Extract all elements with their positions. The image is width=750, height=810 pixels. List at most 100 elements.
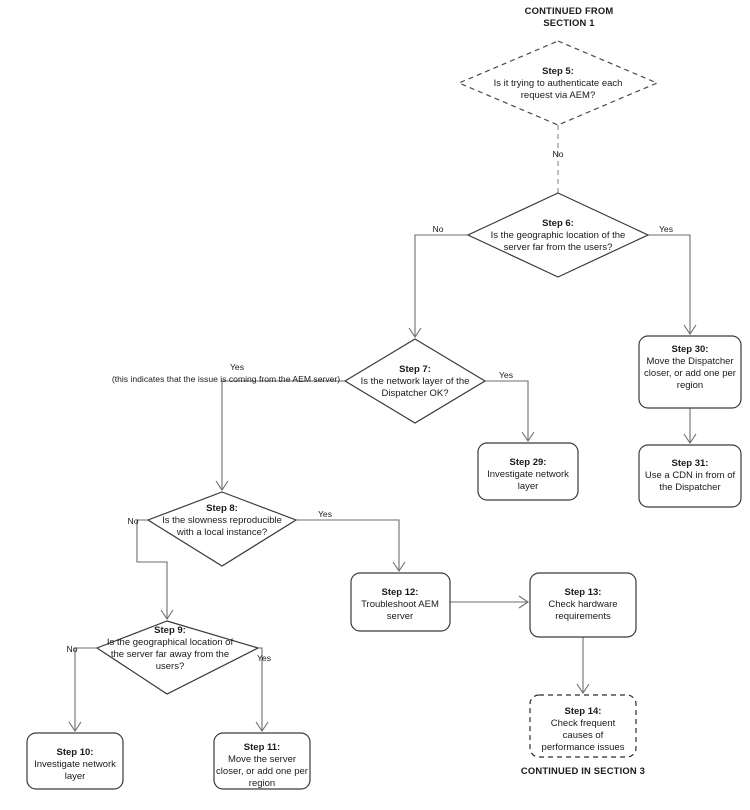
arrowhead-step7	[408, 327, 422, 338]
step11-box-shape	[213, 732, 311, 790]
step29-title: Step 29:	[510, 457, 547, 468]
edge-label-step9-no: No	[67, 644, 78, 654]
step11-line-2: closer, or add one per	[216, 766, 308, 777]
step12-line-1: Troubleshoot AEM	[361, 599, 439, 610]
step29-line-2: layer	[518, 481, 539, 492]
node-step12[interactable]: Step 12: Troubleshoot AEM server	[350, 572, 451, 632]
step13-box-shape	[529, 572, 637, 638]
node-step30[interactable]: Step 30: Move the Dispatcher closer, or …	[638, 335, 742, 409]
step10-line-1: Investigate network	[34, 759, 116, 770]
node-step6[interactable]: Step 6: Is the geographic location of th…	[466, 192, 650, 278]
step29-line-1: Investigate network	[487, 469, 569, 480]
arrowhead-step31	[683, 433, 697, 444]
arrowhead-step13	[518, 595, 529, 609]
step5-line-2: request via AEM?	[521, 90, 595, 101]
step31-line-1: Use a CDN in from of	[645, 470, 736, 481]
continued-from-line1: CONTINUED FROM	[525, 5, 614, 16]
step12-line-2: server	[387, 611, 413, 622]
continued-in-line1: CONTINUED IN SECTION 3	[521, 765, 645, 776]
step31-line-2: the Dispatcher	[659, 482, 720, 493]
step12-title: Step 12:	[382, 587, 419, 598]
edge-label-step5-no: No	[553, 149, 564, 159]
node-step31[interactable]: Step 31: Use a CDN in from of the Dispat…	[638, 444, 742, 508]
step14-box-shape	[529, 694, 637, 758]
step10-line-2: layer	[65, 771, 86, 782]
edge-step6-yes-to-step30	[648, 234, 691, 333]
step9-line-3: users?	[156, 661, 185, 672]
arrowhead-step8	[215, 480, 229, 491]
node-step8[interactable]: Step 8: Is the slowness reproducible wit…	[146, 491, 298, 567]
section-label-bottom: CONTINUED IN SECTION 3	[521, 765, 645, 776]
edge-label-step7-yes: Yes	[499, 370, 513, 380]
step7-line-1: Is the network layer of the	[361, 376, 470, 387]
step8-diamond-shape	[146, 491, 298, 567]
step30-box-shape	[638, 335, 742, 409]
continued-from-line2: SECTION 1	[543, 17, 594, 28]
edge-label-step7-branch-line2: (this indicates that the issue is coming…	[112, 374, 340, 384]
edge-label-step6-yes: Yes	[659, 224, 673, 234]
node-step7[interactable]: Step 7: Is the network layer of the Disp…	[343, 338, 487, 424]
connectors	[68, 125, 697, 732]
arrowhead-step11	[255, 721, 269, 732]
edge-step7-to-step8	[221, 380, 345, 489]
edge-label-step8-no: No	[128, 516, 139, 526]
edge-labels: No No Yes Yes Yes (this indicates that t…	[67, 149, 674, 663]
step31-title: Step 31:	[672, 458, 709, 469]
step6-line-1: Is the geographic location of the	[491, 230, 626, 241]
step8-line-2: with a local instance?	[176, 527, 267, 538]
arrowhead-step10	[68, 721, 82, 732]
step30-line-2: closer, or add one per	[644, 368, 736, 379]
step7-title: Step 7:	[399, 364, 431, 375]
arrowhead-step9	[160, 609, 174, 620]
step29-box-shape	[477, 442, 579, 501]
step14-line-2: causes of	[563, 730, 604, 741]
step13-line-2: requirements	[555, 611, 611, 622]
step30-line-1: Move the Dispatcher	[646, 356, 733, 367]
edge-step8-no-to-step9	[136, 519, 168, 618]
step11-line-3: region	[249, 778, 275, 789]
step10-title: Step 10:	[57, 747, 94, 758]
edge-label-step8-yes: Yes	[318, 509, 332, 519]
edge-step6-no-to-step7	[414, 234, 468, 336]
step9-title: Step 9:	[154, 625, 186, 636]
edge-label-step9-yes: Yes	[257, 653, 271, 663]
edge-label-step6-no: No	[433, 224, 444, 234]
step5-title: Step 5:	[542, 66, 574, 77]
node-step9[interactable]: Step 9: Is the geographical location of …	[95, 620, 260, 695]
step31-box-shape	[638, 444, 742, 508]
node-step29[interactable]: Step 29: Investigate network layer	[477, 442, 579, 501]
edge-label-step7-branch-line1: Yes	[230, 362, 244, 372]
step9-line-1: Is the geographical location of	[107, 637, 234, 648]
step10-box-shape	[26, 732, 124, 790]
node-step14[interactable]: Step 14: Check frequent causes of perfor…	[529, 694, 637, 758]
step14-line-1: Check frequent	[551, 718, 616, 729]
step6-diamond-shape	[466, 192, 650, 278]
step8-title: Step 8:	[206, 503, 238, 514]
step13-title: Step 13:	[565, 587, 602, 598]
edge-step9-no-to-step10	[74, 647, 97, 730]
step5-diamond-shape	[457, 40, 659, 126]
edge-step8-yes-to-step12	[296, 519, 400, 570]
arrowhead-step12	[392, 561, 406, 572]
step8-line-1: Is the slowness reproducible	[162, 515, 282, 526]
step30-line-3: region	[677, 380, 703, 391]
section-label-top: CONTINUED FROM SECTION 1	[525, 5, 614, 28]
edge-step7-yes-to-step29	[485, 380, 529, 440]
step11-title: Step 11:	[244, 742, 280, 753]
step7-diamond-shape	[343, 338, 487, 424]
step9-diamond-shape	[95, 620, 260, 695]
step9-line-2: the server far away from the	[111, 649, 229, 660]
step14-line-3: performance issues	[542, 742, 625, 753]
step14-title: Step 14:	[565, 706, 602, 717]
step6-title: Step 6:	[542, 218, 574, 229]
node-step13[interactable]: Step 13: Check hardware requirements	[529, 572, 637, 638]
arrowhead-step14	[576, 683, 590, 694]
arrowhead-step30	[683, 324, 697, 335]
node-step10[interactable]: Step 10: Investigate network layer	[26, 732, 124, 790]
step12-box-shape	[350, 572, 451, 632]
step5-line-1: Is it trying to authenticate each	[494, 78, 623, 89]
node-step11[interactable]: Step 11: Move the server closer, or add …	[213, 732, 311, 790]
node-step5[interactable]: Step 5: Is it trying to authenticate eac…	[457, 40, 659, 126]
step11-line-1: Move the server	[228, 754, 296, 765]
